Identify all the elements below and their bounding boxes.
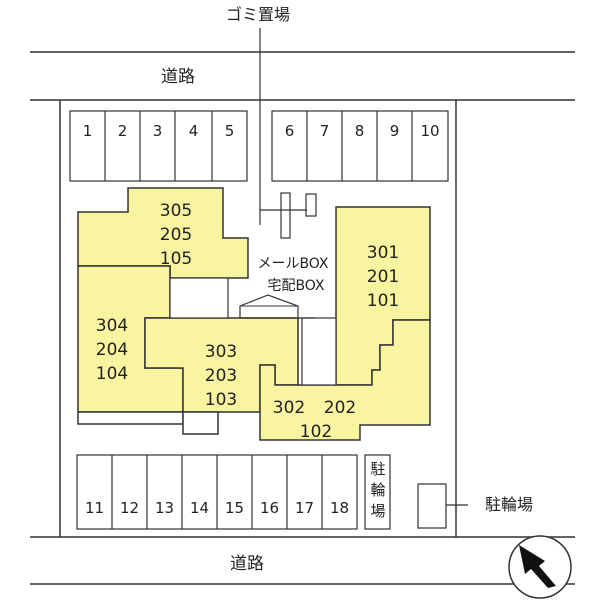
compass — [508, 535, 572, 599]
unit-number: 204 — [96, 340, 128, 360]
parking-top — [69, 110, 449, 182]
unit-number: 205 — [160, 225, 192, 245]
north-arrow-icon — [519, 545, 556, 588]
unit-number: 101 — [367, 291, 399, 311]
parking-space-label: 1 — [83, 122, 93, 140]
unit-number: 301 — [367, 243, 399, 263]
unit-number: 203 — [205, 366, 237, 386]
unit-number: 201 — [367, 267, 399, 287]
parking-space-label: 18 — [330, 499, 349, 517]
parking-space-label: 16 — [260, 499, 279, 517]
unit-number: 103 — [205, 390, 237, 410]
bike-parking-label: 駐輪場 — [485, 495, 533, 514]
parking-space-label: 14 — [190, 499, 209, 517]
garbage-bin — [280, 192, 291, 239]
stair-area — [169, 277, 229, 319]
parking-space-label: 5 — [225, 122, 235, 140]
parking-space-label: 15 — [225, 499, 244, 517]
parking-bottom — [76, 454, 358, 530]
parking-space-label: 8 — [355, 122, 365, 140]
parking-space-label: 2 — [118, 122, 128, 140]
parking-space-label: 11 — [85, 499, 104, 517]
unit-number: 302 — [273, 398, 305, 418]
mailbox-structure — [239, 294, 299, 318]
garbage-area-label: ゴミ置場 — [226, 5, 290, 24]
unit-number: 105 — [160, 249, 192, 269]
bike-parking-inside — [364, 454, 391, 530]
garbage-bin-small — [305, 193, 317, 217]
unit-number: 303 — [205, 342, 237, 362]
delivery-box-label: 宅配BOX — [267, 278, 324, 294]
unit-number: 104 — [96, 364, 128, 384]
road-label-bottom: 道路 — [230, 554, 264, 574]
building-b-balcony — [77, 411, 184, 425]
unit-number: 102 — [300, 422, 332, 442]
unit-number: 305 — [160, 201, 192, 221]
compass-circle — [508, 535, 572, 599]
road-label-top: 道路 — [161, 67, 195, 87]
mailbox-label: メールBOX — [257, 256, 328, 272]
unit-number: 202 — [324, 398, 356, 418]
bike-parking-outside — [417, 483, 447, 529]
bike-parking-inside-label: 場 — [370, 502, 385, 520]
bike-parking-inside-label: 輪 — [370, 481, 385, 499]
parking-space-label: 4 — [189, 122, 199, 140]
unit-number: 304 — [96, 316, 128, 336]
bike-parking-inside-label: 駐 — [370, 460, 385, 478]
parking-space-label: 3 — [153, 122, 163, 140]
parking-space-label: 17 — [295, 499, 314, 517]
parking-space-label: 7 — [320, 122, 330, 140]
parking-space-label: 12 — [120, 499, 139, 517]
parking-space-label: 6 — [285, 122, 295, 140]
parking-space-label: 10 — [420, 122, 439, 140]
corridor — [301, 317, 337, 386]
parking-space-label: 13 — [155, 499, 174, 517]
building-c-entrance — [182, 411, 219, 435]
parking-space-label: 9 — [390, 122, 400, 140]
